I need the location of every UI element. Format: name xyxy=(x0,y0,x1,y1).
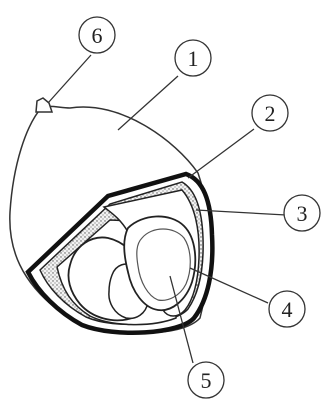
label-1: 1 xyxy=(175,40,211,76)
label-1-text: 1 xyxy=(188,46,199,71)
label-4: 4 xyxy=(269,291,305,327)
label-4-text: 4 xyxy=(282,297,293,322)
label-2: 2 xyxy=(252,95,288,131)
label-3: 3 xyxy=(284,195,320,231)
label-3-text: 3 xyxy=(297,201,308,226)
leader-line-6 xyxy=(48,55,91,103)
leader-line-2 xyxy=(188,129,254,178)
label-6: 6 xyxy=(79,17,115,53)
label-5-text: 5 xyxy=(201,368,212,393)
fruit-stalk xyxy=(36,98,52,112)
label-6-text: 6 xyxy=(92,23,103,48)
label-5: 5 xyxy=(188,362,224,398)
label-2-text: 2 xyxy=(265,101,276,126)
leader-line-1 xyxy=(118,76,178,130)
